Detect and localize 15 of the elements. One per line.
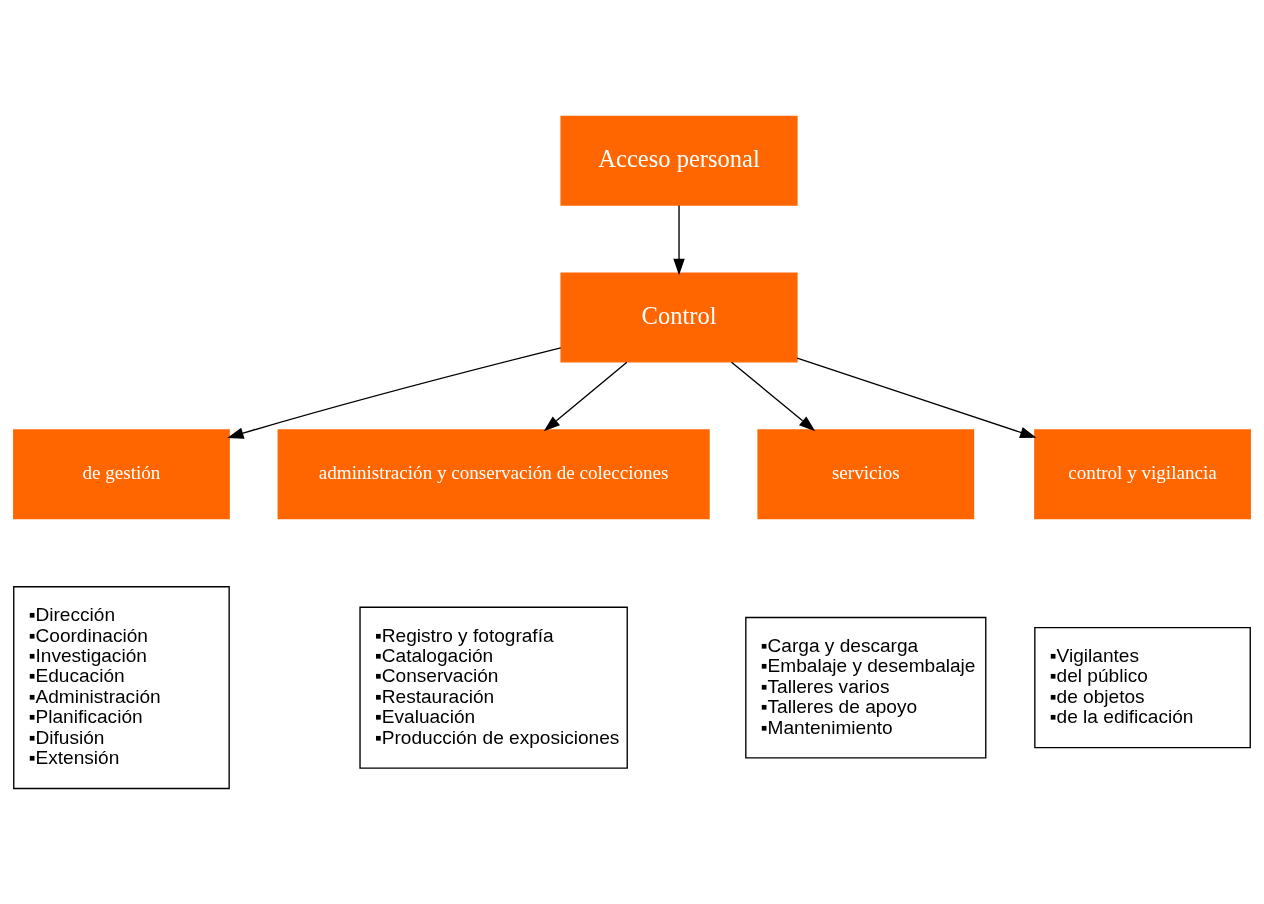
node-box: de gestión — [13, 428, 230, 519]
node-box: control y vigilancia — [1034, 428, 1251, 519]
arrow — [543, 361, 628, 431]
node-box: ▪Dirección ▪Coordinación ▪Investigación ▪Educación ▪Administración ▪Planificación ▪Difusión ▪Extensión — [13, 585, 230, 789]
node-box: ▪Carga y descarga ▪Embalaje y desembalaje ▪Talleres varios ▪Talleres de apoyo ▪Mantenimiento — [745, 616, 987, 759]
arrow — [730, 361, 816, 431]
node-box: servicios — [757, 428, 975, 519]
node-box: ▪Vigilantes ▪del público ▪de objetos ▪de la edificación — [1034, 626, 1251, 748]
arrow — [673, 204, 685, 275]
node-box: Control — [560, 272, 798, 362]
arrow — [227, 346, 562, 439]
arrow — [796, 357, 1037, 438]
node-box: administración y conservación de colecciones — [277, 428, 710, 519]
node-box: ▪Registro y fotografía ▪Catalogación ▪Conservación ▪Restauración ▪Evaluación ▪Producción de exposiciones — [359, 606, 628, 769]
node-box: Acceso personal — [560, 115, 798, 206]
